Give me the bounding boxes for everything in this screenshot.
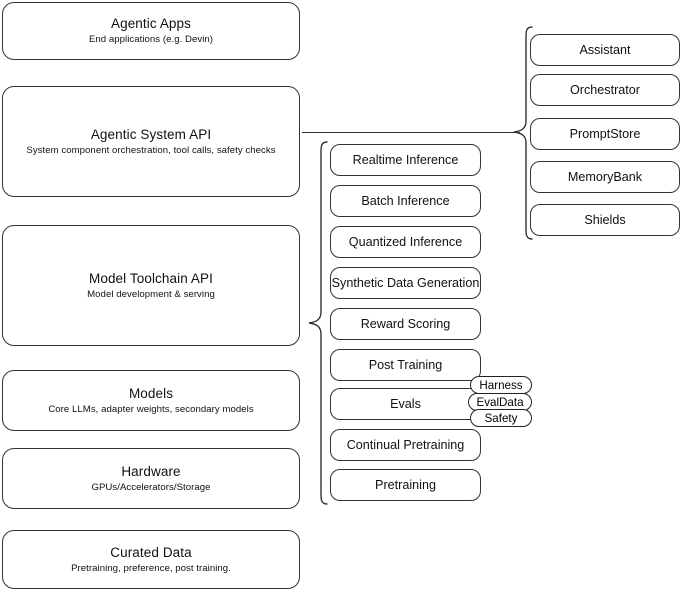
capability-label: Continual Pretraining [346,438,465,452]
capability-pretraining[interactable]: Pretraining [330,469,481,501]
capability-continual-pretraining[interactable]: Continual Pretraining [330,429,481,461]
component-label: MemoryBank [567,170,643,184]
layer-hardware[interactable]: Hardware GPUs/Accelerators/Storage [2,448,300,509]
layer-subtitle: Pretraining, preference, post training. [71,562,231,574]
capability-label: Evals [390,397,421,411]
capability-label: Synthetic Data Generation [331,276,480,290]
layer-model-toolchain-api[interactable]: Model Toolchain API Model development & … [2,225,300,346]
layer-models[interactable]: Models Core LLMs, adapter weights, secon… [2,370,300,431]
capability-realtime-inference[interactable]: Realtime Inference [330,144,481,176]
evals-subcomponent-label: Harness [479,378,523,392]
capability-reward-scoring[interactable]: Reward Scoring [330,308,481,340]
layer-subtitle: End applications (e.g. Devin) [88,34,214,45]
layer-subtitle: Core LLMs, adapter weights, secondary mo… [48,403,254,415]
evals-subcomponent-label: EvalData [476,395,524,409]
component-label: Assistant [579,43,631,57]
capability-evals[interactable]: Evals [330,388,481,420]
layer-curated-data[interactable]: Curated Data Pretraining, preference, po… [2,530,300,589]
layer-agentic-apps[interactable]: Agentic Apps End applications (e.g. Devi… [2,2,300,60]
component-label: Orchestrator [570,83,640,97]
layer-title: Agentic Apps [110,16,191,31]
brace-toolchain-capabilities [305,140,329,506]
capability-label: Realtime Inference [352,153,459,167]
layer-subtitle: System component orchestration, tool cal… [26,144,276,156]
layer-title: Model Toolchain API [89,270,213,286]
evals-subcomponent-label: Safety [484,411,518,425]
capability-label: Batch Inference [361,194,450,208]
evals-subcomponent-harness[interactable]: Harness [470,376,532,394]
connector-system-api-to-components [302,132,520,134]
layer-subtitle: GPUs/Accelerators/Storage [91,481,211,493]
component-assistant[interactable]: Assistant [530,34,680,66]
capability-post-training[interactable]: Post Training [330,349,481,381]
component-orchestrator[interactable]: Orchestrator [530,74,680,106]
component-shields[interactable]: Shields [530,204,680,236]
capability-label: Post Training [368,358,443,372]
component-label: PromptStore [569,127,641,141]
capability-synthetic-data-generation[interactable]: Synthetic Data Generation [330,267,481,299]
capability-label: Pretraining [375,478,436,492]
capability-quantized-inference[interactable]: Quantized Inference [330,226,481,258]
layer-agentic-system-api[interactable]: Agentic System API System component orch… [2,86,300,197]
component-memorybank[interactable]: MemoryBank [530,161,680,193]
component-label: Shields [584,213,626,227]
capability-label: Quantized Inference [348,235,463,249]
capability-batch-inference[interactable]: Batch Inference [330,185,481,217]
component-promptstore[interactable]: PromptStore [530,118,680,150]
layer-title: Agentic System API [90,126,212,142]
layer-title: Models [128,385,174,401]
capability-label: Reward Scoring [360,317,451,331]
evals-subcomponent-safety[interactable]: Safety [470,409,532,427]
layer-subtitle: Model development & serving [87,288,215,300]
layer-title: Curated Data [110,544,192,560]
layer-title: Hardware [121,463,181,479]
